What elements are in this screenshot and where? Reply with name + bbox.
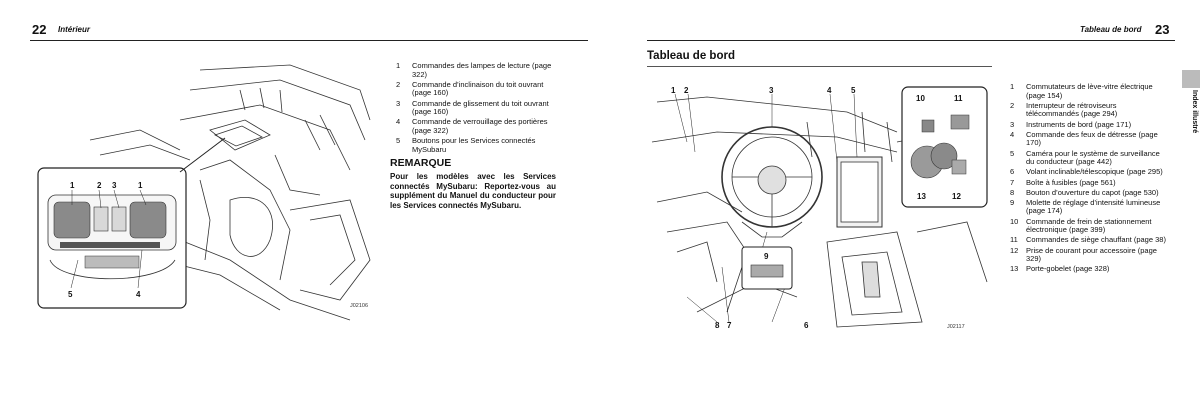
callout-8: 8 <box>715 321 720 330</box>
figure-code: J02106 <box>350 303 368 309</box>
section-header: Intérieur <box>58 25 91 34</box>
inset-callout-1b: 1 <box>138 181 143 190</box>
inset-callout-4: 4 <box>136 290 141 299</box>
page-title: Tableau de bord <box>647 50 735 62</box>
page-number: 23 <box>1155 22 1170 37</box>
remark-body: Pour les modèles avec les Services conne… <box>390 172 556 210</box>
header-rule <box>647 40 1175 41</box>
callout-1: 1 <box>671 86 676 95</box>
page-number: 22 <box>32 22 47 37</box>
callout-9: 9 <box>764 252 769 261</box>
callout-12: 12 <box>952 192 961 201</box>
callout-11: 11 <box>954 94 963 103</box>
inset-callout-5: 5 <box>68 290 73 299</box>
callout-7: 7 <box>727 321 732 330</box>
inset-callout-2: 2 <box>97 181 102 190</box>
right-page: Tableau de bord 23 Tableau de bord <box>610 0 1200 402</box>
callout-4: 4 <box>827 86 832 95</box>
inset-callout-3: 3 <box>112 181 117 190</box>
remark-title: REMARQUE <box>390 157 452 169</box>
callout-5: 5 <box>851 86 856 95</box>
inset-callout-1a: 1 <box>70 181 75 190</box>
figure-code: J02117 <box>947 324 965 330</box>
callout-13: 13 <box>917 192 926 201</box>
callout-2: 2 <box>684 86 689 95</box>
index-tab-label: Index illustré <box>1191 90 1198 134</box>
title-rule <box>647 66 992 67</box>
callout-6: 6 <box>804 321 809 330</box>
callout-10: 10 <box>916 94 925 103</box>
header-rule <box>30 40 588 41</box>
index-tab <box>1182 70 1200 88</box>
left-page: 22 Intérieur <box>0 0 590 402</box>
section-header: Tableau de bord <box>1080 25 1142 34</box>
callout-3: 3 <box>769 86 774 95</box>
dashboard-figure: 1 2 3 4 5 10 11 13 12 9 8 7 6 J02117 <box>651 86 988 330</box>
overhead-console-figure: 1 2 3 1 5 4 J02106 <box>37 64 371 321</box>
